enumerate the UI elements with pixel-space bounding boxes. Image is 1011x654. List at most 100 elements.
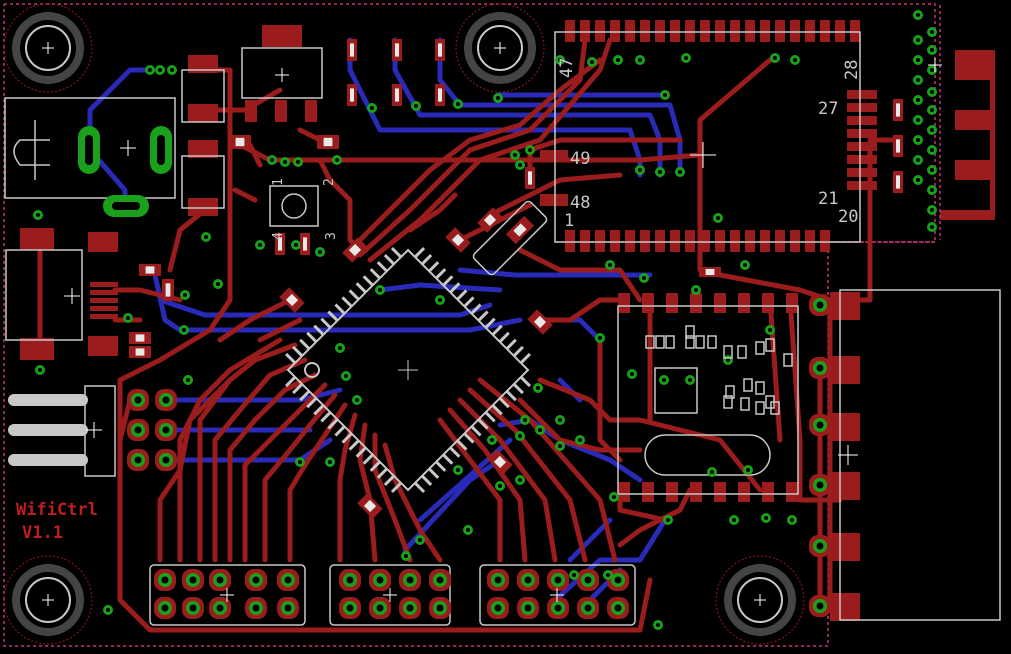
vias: [33, 10, 937, 630]
smd-passive: [347, 39, 357, 61]
tht-pad: [154, 569, 176, 591]
mcu-pin: [284, 375, 297, 388]
tht-pad: [547, 569, 569, 591]
trimmer-pin-3: 3: [324, 232, 339, 240]
pin-label-48: 48: [570, 193, 590, 213]
tht-pad: [245, 569, 267, 591]
mcu-pin: [512, 383, 524, 395]
mcu-pin: [348, 439, 360, 451]
tht-pad: [809, 414, 831, 436]
smd-passive: [435, 39, 445, 61]
tht-pad: [339, 569, 361, 591]
tht-pad: [154, 597, 176, 619]
mounting-hole: [455, 3, 545, 93]
tht-pad: [577, 569, 599, 591]
mcu-pin: [369, 460, 381, 472]
mcu-pins: [284, 246, 532, 494]
mcu-pin: [390, 481, 403, 494]
mcu-pin: [449, 446, 461, 458]
smd-passive: [229, 135, 251, 149]
mcu-pin: [463, 432, 475, 444]
mcu-pin: [320, 317, 332, 329]
smd-passive: [275, 233, 285, 255]
smd-passive: [699, 267, 721, 277]
tht-pad: [487, 569, 509, 591]
tht-pad: [277, 569, 299, 591]
tht-pad: [399, 569, 421, 591]
tht-pad: [127, 449, 149, 471]
mcu-pin: [484, 317, 496, 329]
tht-pad: [182, 597, 204, 619]
tht-pad: [209, 569, 231, 591]
smd-passive: [445, 227, 471, 253]
tht-pad: [577, 597, 599, 619]
tht-pad: [127, 389, 149, 411]
smd-passive: [392, 84, 402, 106]
tht-pad: [517, 597, 539, 619]
tht-pad: [607, 597, 629, 619]
tht-pad: [429, 597, 451, 619]
mcu-pin: [313, 404, 325, 416]
mcu-pin: [299, 338, 311, 350]
tht-pad: [429, 569, 451, 591]
mcu-pin: [306, 397, 318, 409]
mcu-pin: [369, 268, 381, 280]
mcu-pin: [341, 432, 353, 444]
tht-pad: [547, 597, 569, 619]
tht-pad: [369, 597, 391, 619]
pin-label-28: 28: [842, 60, 862, 80]
mcu-pin: [313, 324, 325, 336]
tht-pad: [245, 597, 267, 619]
trimmer-pin-1: 1: [271, 178, 286, 186]
smd-passive: [893, 99, 903, 121]
mcu-pin: [519, 375, 532, 388]
board-outline: [3, 3, 936, 647]
tht-pad: [155, 449, 177, 471]
mcu-pin: [470, 303, 482, 315]
pin-label-1: 1: [564, 211, 574, 231]
mcu-pin: [390, 246, 403, 259]
mcu-pin: [477, 310, 489, 322]
smd-passive: [129, 332, 151, 344]
tht-pad: [155, 419, 177, 441]
mcu-pin: [470, 425, 482, 437]
mcu-pin: [449, 282, 461, 294]
trimmer-pin-4: 4: [271, 232, 286, 240]
smd-passive: [392, 39, 402, 61]
tht-pad: [487, 597, 509, 619]
mcu-pin: [498, 331, 510, 343]
wifi-module-outline: [554, 31, 861, 243]
mcu-pin: [348, 289, 360, 301]
jst-pins: [8, 394, 88, 466]
mcu-pin: [491, 404, 503, 416]
mcu-pin: [491, 324, 503, 336]
mounting-hole: [3, 3, 93, 93]
mcu-pin: [505, 338, 517, 350]
top-copper-pads: [20, 20, 995, 621]
origin-markers: [64, 58, 942, 602]
board-version: V1.1: [22, 523, 63, 543]
mcu-pin: [413, 481, 426, 494]
mcu-pin: [498, 397, 510, 409]
mcu-pin: [299, 390, 311, 402]
mcu-pin: [428, 261, 440, 273]
smd-passive: [129, 346, 151, 358]
tht-pad: [809, 294, 831, 316]
mounting-holes: [3, 3, 805, 645]
pin-label-21: 21: [818, 189, 838, 209]
smd-passive: [487, 449, 513, 475]
tht-pad: [809, 595, 831, 617]
mcu-pin: [341, 296, 353, 308]
mcu-pin: [355, 282, 367, 294]
mcu-pin: [442, 275, 454, 287]
smd-passive: [357, 493, 383, 519]
smd-passive: [279, 287, 305, 313]
smd-passive: [347, 84, 357, 106]
mcu-pin: [413, 246, 426, 259]
tht-pad: [339, 597, 361, 619]
mcu-pin: [456, 439, 468, 451]
mcu-pin: [284, 352, 297, 365]
mounting-hole: [715, 555, 805, 645]
mcu-pin: [484, 411, 496, 423]
